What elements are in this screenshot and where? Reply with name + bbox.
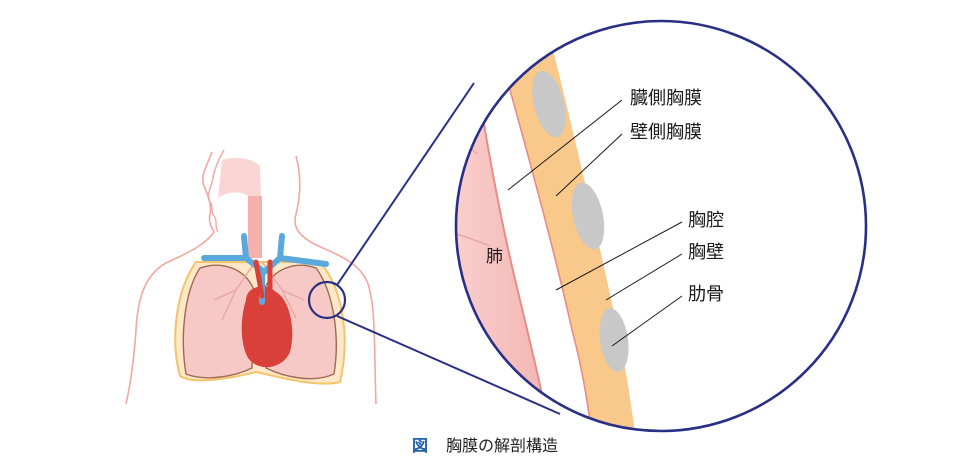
zoom-line-top (336, 82, 475, 286)
lung-tissue (456, 21, 552, 431)
label-rib: 肋骨 (688, 284, 724, 305)
leader-pleural-cavity (555, 221, 683, 291)
leader-visceral-pleura (507, 99, 623, 191)
bronchial-tree (213, 261, 305, 321)
vessels-red (253, 259, 273, 301)
leader-parietal-pleura (555, 133, 623, 197)
figure-caption: 図胸膜の解剖構造 (0, 432, 970, 456)
body-outline (125, 151, 215, 405)
heart (241, 286, 293, 368)
zoom-circle (454, 19, 868, 433)
leader-lines (507, 99, 683, 347)
rib-middle (571, 182, 605, 250)
label-pleural-cavity: 胸腔 (688, 210, 724, 231)
zoom-line-bottom (336, 315, 561, 415)
face-profile (207, 149, 225, 233)
magnified-detail (456, 21, 866, 431)
zoom-connector (307, 82, 561, 415)
label-visceral-pleura: 臓側胸膜 (630, 88, 702, 109)
chest-wall-band (485, 21, 636, 431)
trachea (248, 196, 262, 258)
zoom-source-circle (307, 280, 347, 320)
vessels-blue (201, 233, 329, 305)
figure-title: 胸膜の解剖構造 (446, 436, 559, 455)
leader-chest-wall (605, 253, 683, 301)
torso-figure (125, 149, 377, 405)
rib-bottom (599, 308, 629, 372)
body-outline-right (294, 155, 377, 405)
lung-left (182, 264, 255, 379)
label-chest-wall: 胸壁 (688, 242, 724, 263)
rib-top (532, 70, 566, 138)
figure-mark: 図 (411, 436, 428, 455)
leader-rib (611, 295, 683, 347)
label-parietal-pleura: 壁側胸膜 (630, 122, 702, 143)
label-lung: 肺 (486, 247, 503, 267)
